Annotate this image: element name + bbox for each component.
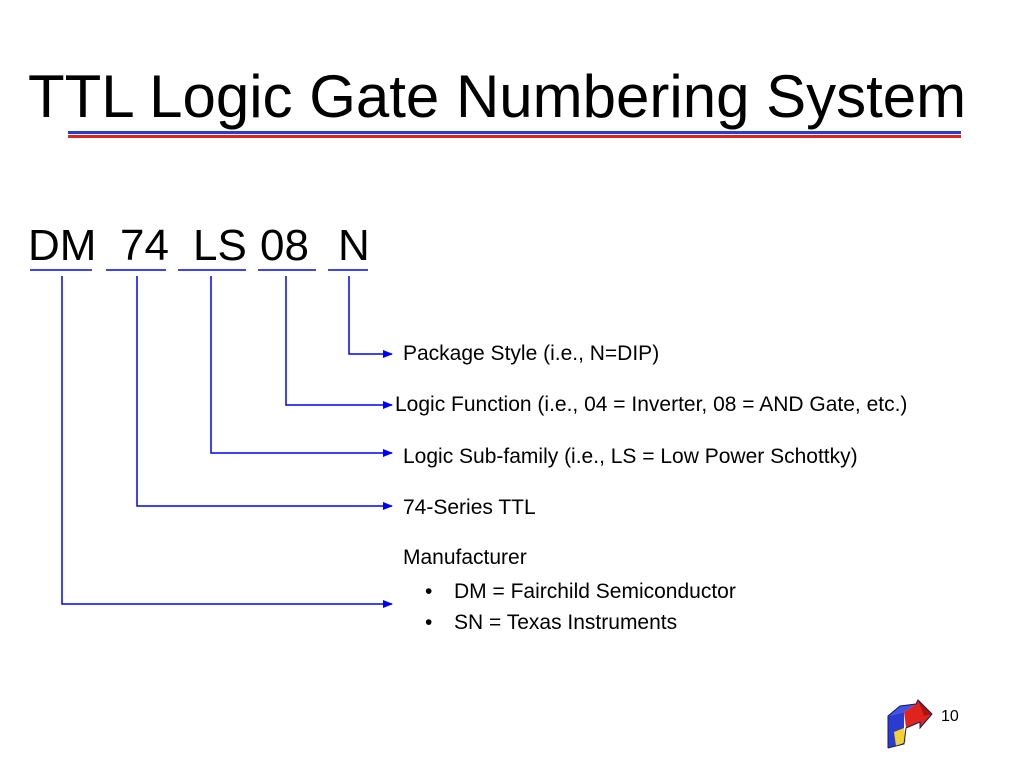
list-item: • DM = Fairchild Semiconductor (425, 576, 736, 607)
bullet-glyph: • (425, 611, 433, 634)
title-underline-blue (68, 131, 961, 134)
page-number: 10 (941, 708, 959, 725)
bullet-glyph: • (425, 580, 433, 603)
slide-title: TTL Logic Gate Numbering System (28, 63, 967, 130)
part-segment-series: 74 (120, 221, 169, 270)
connector-lines (61, 276, 393, 608)
connector-package (348, 276, 393, 358)
title-underline (68, 131, 961, 139)
desc-logic-subfamily: Logic Sub-family (i.e., LS = Low Power S… (403, 445, 858, 468)
logo-outline (887, 699, 933, 749)
part-segment-function: 08 (260, 221, 309, 270)
connector-subfamily (210, 276, 393, 457)
list-item: • SN = Texas Instruments (425, 607, 736, 638)
manufacturer-texas-instruments: SN = Texas Instruments (454, 611, 678, 634)
manufacturer-fairchild: DM = Fairchild Semiconductor (454, 580, 736, 603)
connector-series (136, 276, 393, 510)
desc-logic-function: Logic Function (i.e., 04 = Inverter, 08 … (395, 393, 908, 416)
desc-manufacturer: Manufacturer (403, 546, 527, 569)
part-segment-subfamily: LS (193, 221, 247, 270)
logo-shape-yellow (894, 728, 906, 746)
part-segment-package: N (338, 221, 370, 270)
connector-function (285, 276, 393, 409)
part-segment-manufacturer: DM (28, 221, 97, 270)
connector-manufacturer (61, 276, 393, 608)
title-underline-red (68, 135, 961, 138)
geometric-arrow-logo-icon (887, 699, 933, 749)
desc-series: 74-Series TTL (403, 496, 536, 519)
manufacturer-list: • DM = Fairchild Semiconductor • SN = Texa… (425, 576, 736, 638)
logo-shape-blue-top (888, 704, 916, 716)
desc-package-style: Package Style (i.e., N=DIP) (403, 342, 660, 365)
